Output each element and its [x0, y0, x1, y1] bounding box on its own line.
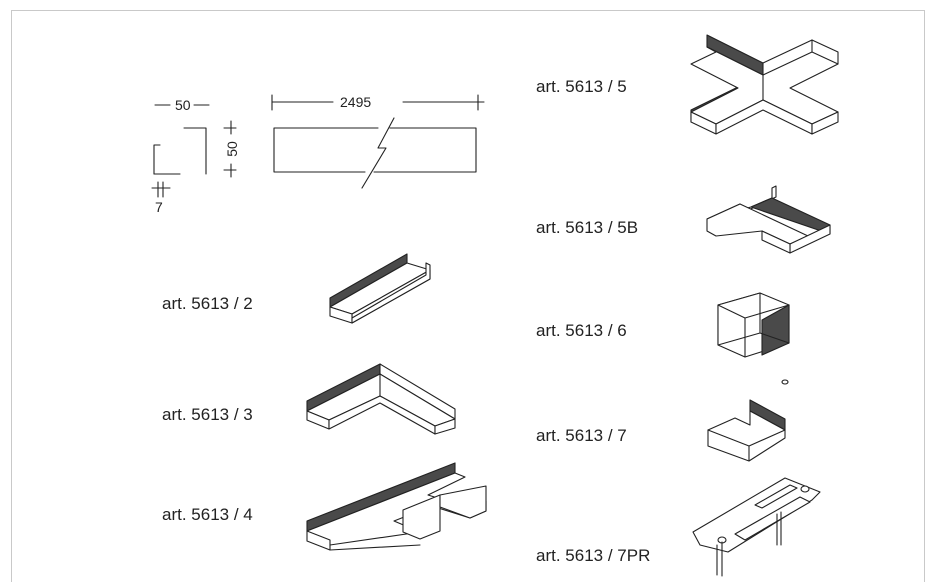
article-label-5613-7pr: art. 5613 / 7PR	[536, 546, 651, 565]
channel-cross-drawing	[690, 34, 839, 135]
profile-cross-section	[151, 104, 237, 198]
thickness-dimension: 7	[155, 199, 163, 215]
article-label-5613-3: art. 5613 / 3	[162, 405, 253, 424]
article-label-5613-5: art. 5613 / 5	[536, 77, 627, 96]
article-label-5613-7: art. 5613 / 7	[536, 426, 627, 445]
article-label-5613-4: art. 5613 / 4	[162, 505, 253, 524]
channel-7-drawing	[707, 399, 786, 462]
length-dimension: 2495	[340, 94, 372, 110]
channel-5b-drawing	[706, 185, 831, 254]
article-label-5613-2: art. 5613 / 2	[162, 294, 253, 313]
box-6-drawing	[717, 292, 790, 385]
channel-straight-drawing	[329, 253, 431, 324]
article-label-5613-5b: art. 5613 / 5B	[536, 218, 639, 237]
height-dimension: 50	[223, 141, 240, 157]
channel-tee-drawing	[306, 462, 487, 551]
width-dimension: 50	[175, 97, 191, 113]
mounting-plate-7pr-drawing	[692, 477, 821, 577]
profile-length-view	[271, 94, 485, 189]
article-label-5613-6: art. 5613 / 6	[536, 321, 627, 340]
channel-corner-drawing	[306, 363, 456, 435]
